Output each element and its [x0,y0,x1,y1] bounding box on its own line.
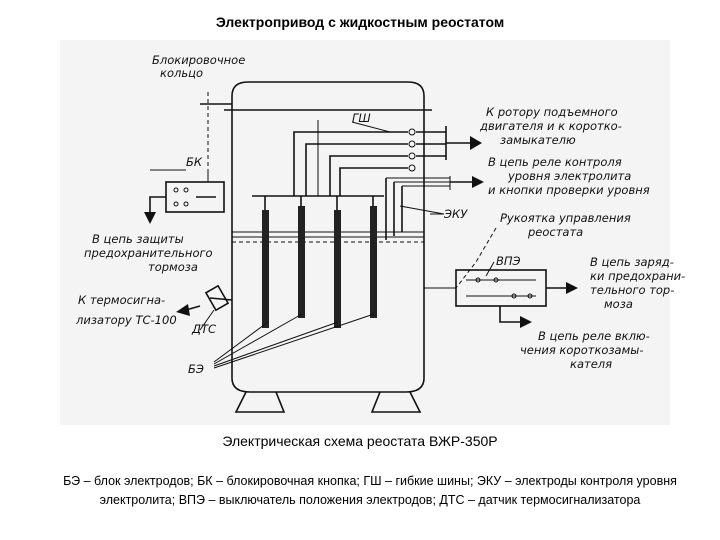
label-thermo-2: лизатору ТС-100 [75,313,177,327]
figure-caption: Электрическая схема реостата ВЖР-350Р [222,433,498,449]
blocking-button [144,92,232,224]
label-relay-on-2: чения короткозамы- [520,343,644,357]
thermo-sensor [176,284,233,316]
label-charge-4: моза [604,297,633,311]
label-block-ring-1: Блокировочное [152,53,245,67]
label-rotor-1: К ротору подъемного [486,105,618,119]
page-title: Электропривод с жидкостным реостатом [215,14,505,30]
label-protect-3: тормоза [148,260,198,274]
label-rotor-2: двигателя и к коротко- [479,119,622,133]
label-charge-3: тельного тор- [590,283,674,297]
label-relay-2: уровня электролита [507,169,631,183]
label-protect-2: предохранительного [84,246,213,260]
label-charge-2: ки предохрани- [590,269,685,283]
label-be: БЭ [188,362,204,376]
label-handle-2: реостата [527,225,583,239]
label-handle-1: Рукоятка управления [500,211,631,225]
label-rotor-3: замыкателю [500,133,576,147]
label-charge-1: В цепь заряд- [590,255,674,269]
label-block-ring-2: кольцо [160,66,203,80]
label-protect-1: В цепь защиты [92,232,184,246]
flexible-buses [293,126,482,196]
label-thermo-1: К термосигна- [78,293,165,307]
level-control-electrodes [385,176,484,240]
tank-body [224,81,432,413]
label-bk: БК [186,155,203,169]
label-relay-on-3: кателя [570,357,612,371]
pointer-lines [199,121,495,369]
electrode-block [252,120,384,328]
label-relay-3: и кнопки проверки уровня [488,183,650,197]
position-switch [424,227,578,328]
label-vpe: ВПЭ [496,254,521,268]
label-relay-on-1: В цепь реле вклю- [538,329,650,343]
label-eku: ЭКУ [443,207,468,221]
label-gsh: ГШ [352,111,371,125]
legend-text: БЭ – блок электродов; БК – блокировочная… [63,474,677,507]
label-relay-1: В цепь реле контроля [488,155,622,169]
label-dts: ДТС [191,322,216,336]
